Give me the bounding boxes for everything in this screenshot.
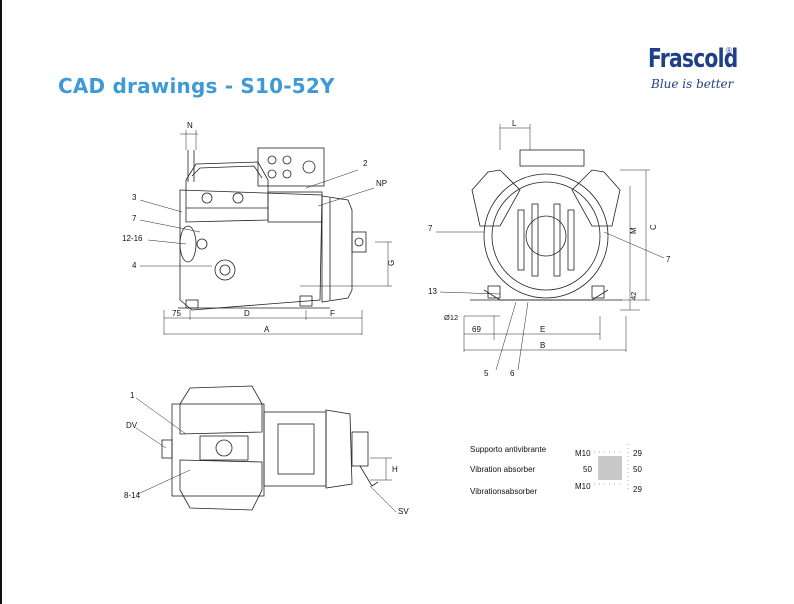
label-2: 2	[363, 159, 368, 168]
absorber-50-left: 50	[583, 465, 592, 474]
label-13: 13	[428, 287, 437, 296]
page-left-rule	[0, 0, 2, 604]
top-head-lower	[179, 459, 263, 511]
label-d12: Ø12	[444, 313, 458, 322]
page-title: CAD drawings - S10-52Y	[58, 74, 335, 98]
logo-tagline: Blue is better	[651, 77, 734, 91]
right-head	[571, 169, 621, 227]
label-4: 4	[132, 261, 137, 270]
logo-wordmark: Frascold	[648, 44, 738, 74]
absorber-text-it: Supporto antivibrante	[470, 445, 547, 454]
label-8-14: 8-14	[124, 491, 141, 500]
logo-registered-mark: ®	[726, 46, 732, 55]
label-n: N	[187, 121, 193, 130]
absorber-m10-top: M10	[575, 449, 591, 458]
left-head	[471, 169, 521, 227]
dim-b: B	[540, 341, 545, 350]
absorber-29-top: 29	[633, 449, 642, 458]
absorber-m10-bottom: M10	[575, 482, 591, 491]
absorber-text-en: Vibration absorber	[470, 465, 536, 474]
dim-75: 75	[172, 309, 181, 318]
absorber-pad	[598, 456, 622, 480]
dim-69: 69	[472, 325, 481, 334]
label-42: 42	[629, 292, 638, 300]
label-1: 1	[130, 391, 135, 400]
top-terminal-box	[263, 411, 327, 487]
motor-end-cover	[483, 173, 609, 299]
top-view	[135, 385, 397, 513]
label-7-front-left: 7	[428, 224, 433, 233]
dim-d: D	[244, 309, 250, 318]
label-6: 6	[510, 369, 515, 378]
label-7-front-right: 7	[666, 255, 671, 264]
label-g: G	[387, 260, 396, 266]
cylinder-head	[185, 161, 269, 223]
label-7-side: 7	[132, 214, 137, 223]
dim-f: F	[330, 309, 335, 318]
frascold-logo: Frascold ® Blue is better	[648, 44, 738, 102]
label-h: H	[392, 465, 398, 474]
label-5: 5	[484, 369, 489, 378]
absorber-50-right: 50	[633, 465, 642, 474]
label-l: L	[512, 119, 517, 128]
top-head-upper	[179, 385, 263, 435]
label-dv: DV	[126, 421, 138, 430]
motor-housing	[321, 195, 353, 303]
front-view	[436, 124, 665, 371]
label-3: 3	[132, 193, 137, 202]
label-sv: SV	[398, 507, 409, 516]
compressor-body	[179, 189, 323, 311]
absorber-text-de: Vibrationsabsorber	[470, 487, 537, 496]
terminal-box	[257, 147, 325, 187]
side-view	[139, 130, 392, 335]
label-np: NP	[376, 179, 387, 188]
label-m: M	[629, 227, 638, 234]
vibration-absorber-diagram	[594, 444, 629, 492]
dim-a: A	[264, 325, 270, 334]
label-c: C	[649, 224, 658, 230]
label-12-16: 12-16	[122, 234, 143, 243]
dim-e: E	[540, 325, 545, 334]
absorber-29-bottom: 29	[633, 485, 642, 494]
